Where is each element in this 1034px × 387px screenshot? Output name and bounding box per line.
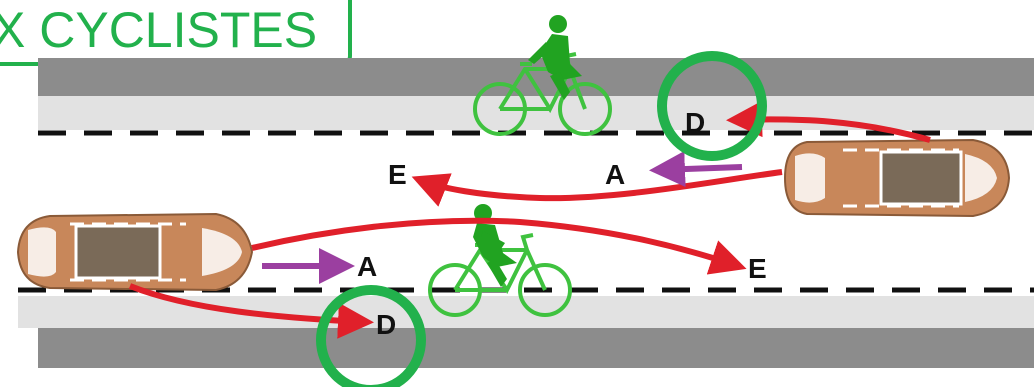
cyclist-icon [473,15,612,136]
label-bottom-e: E [748,253,767,284]
top-stop-arrow [649,151,743,188]
label-bottom-a: A [357,251,377,282]
label-top-d: D [685,107,705,138]
bottom-overtake-arrow [251,217,747,275]
highlight-circle-bottom [316,285,426,387]
label-bottom-d: D [376,309,396,340]
bicycle-icon [428,233,572,317]
top-overtake-arrow [411,169,783,207]
title-banner: X CYCLISTES [0,0,352,66]
bottom-turn-arrow [128,283,374,339]
label-top-a: A [605,159,625,190]
top-sidewalk-light [38,96,1034,130]
highlight-circle-top [657,51,767,161]
car-icon [16,212,254,292]
bottom-sidewalk-dark [38,328,1034,368]
cyclist-icon [428,204,572,317]
label-top-e: E [388,159,407,190]
car-icon [783,138,1011,218]
title-text: X CYCLISTES [0,2,318,58]
